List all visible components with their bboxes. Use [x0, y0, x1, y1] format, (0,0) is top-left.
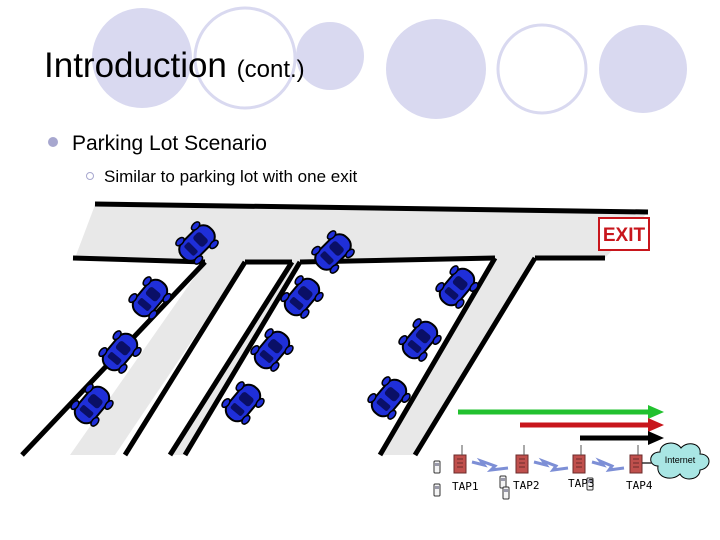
title-main: Introduction [44, 46, 227, 85]
lot-line [167, 260, 295, 457]
bullet-parking-lot: Parking Lot Scenario [48, 132, 267, 156]
access-point-icon [629, 444, 643, 474]
wireless-link-icon [591, 457, 625, 472]
tap-label: TAP1 [452, 480, 479, 493]
wireless-link-icon [533, 457, 569, 472]
lot-line [182, 260, 303, 457]
decor-circle [92, 8, 192, 108]
phone-icon [502, 486, 510, 500]
title-suffix: (cont.) [236, 56, 305, 83]
phone-icon [433, 460, 441, 474]
exit-sign: EXIT [598, 217, 650, 251]
phone-icon [499, 475, 507, 489]
sub-bullet-text: Similar to parking lot with one exit [104, 167, 358, 186]
access-point-icon [515, 444, 529, 474]
decor-circle [496, 23, 588, 115]
decor-circle [193, 6, 297, 110]
access-point-icon [572, 444, 586, 474]
exit-sign-text: EXIT [603, 225, 646, 246]
lot-line [412, 256, 538, 457]
bullet-dot-icon [48, 137, 58, 148]
tap-label: TAP3 [568, 477, 595, 490]
lot-line [122, 260, 248, 457]
wireless-link-icon [471, 457, 509, 472]
access-point-icon [453, 444, 467, 474]
bullet-text: Parking Lot Scenario [72, 132, 267, 155]
sub-bullet: Similar to parking lot with one exit [86, 167, 357, 187]
lot-line [377, 256, 498, 457]
tap-label: TAP4 [626, 479, 653, 492]
phone-icon [433, 483, 441, 497]
decor-circle [386, 19, 486, 119]
slide-title: Introduction (cont.) [44, 46, 305, 86]
decor-circle [296, 22, 364, 90]
sub-bullet-ring-icon [86, 171, 94, 180]
tap-label: TAP2 [513, 479, 540, 492]
lot-line [72, 255, 206, 265]
green-arrow [458, 405, 664, 419]
lot-top-edge [94, 201, 649, 215]
decor-circle [599, 25, 687, 113]
internet-label: Internet [665, 455, 696, 465]
black-arrow [580, 431, 664, 445]
parking-lot-floor [70, 205, 648, 455]
red-arrow [520, 418, 664, 432]
internet-cloud: Internet [650, 442, 710, 480]
